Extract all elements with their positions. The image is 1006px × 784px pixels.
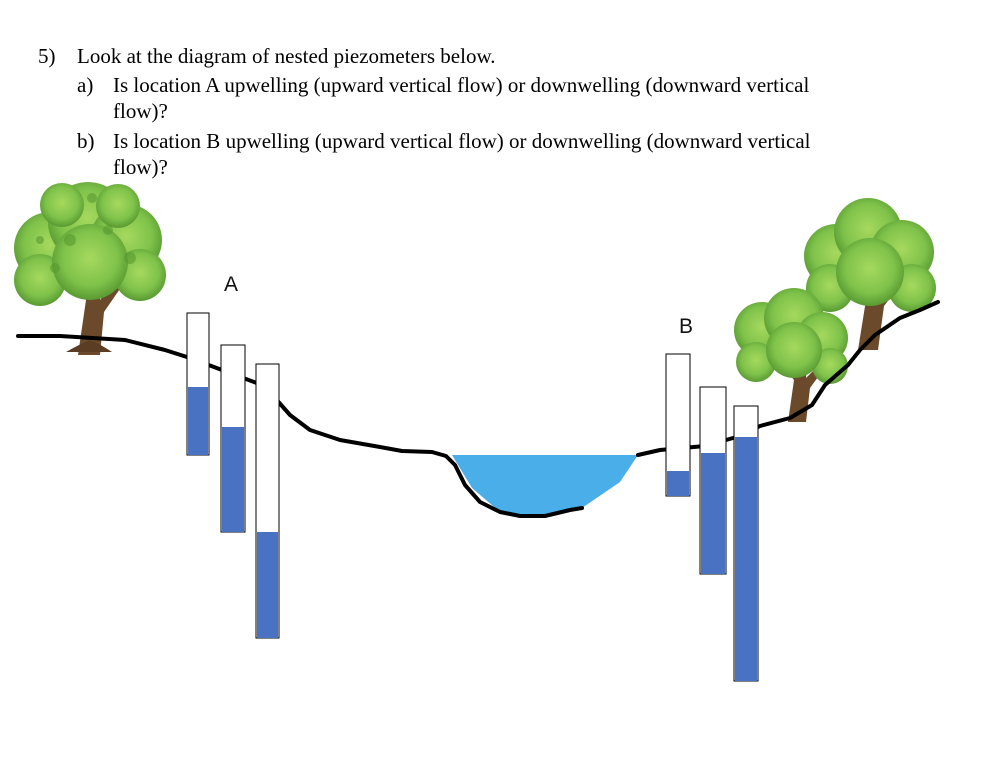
water-column-b1 [667, 471, 689, 496]
question-prompt: Look at the diagram of nested piezometer… [77, 44, 496, 68]
piezometer-a2 [220, 344, 246, 533]
part-b-label: b) [77, 129, 95, 153]
piezometer-nest-b: B [665, 315, 759, 682]
question-number: 5) [38, 44, 56, 68]
water-column-a1 [188, 387, 208, 455]
location-b-label: B [679, 315, 693, 338]
water-column-b3 [735, 437, 757, 681]
part-a-label: a) [77, 73, 94, 97]
piezometer-b2 [699, 386, 727, 575]
part-b-text: Is location B upwelling (upward vertical… [113, 129, 811, 153]
right-front-tree [734, 288, 848, 422]
piezometer-a1 [186, 312, 210, 456]
right-back-tree-canopy [804, 198, 936, 312]
water-column-a2 [222, 427, 244, 532]
water-column-b2 [701, 453, 725, 574]
left-tree [14, 182, 166, 355]
piezometer-b3 [733, 405, 759, 682]
left-tree-roots [66, 340, 112, 352]
location-a-label: A [224, 273, 238, 296]
question-block: 5) Look at the diagram of nested piezome… [0, 0, 1006, 200]
part-b-text-cont: flow)? [113, 155, 168, 179]
water-column-a3 [257, 532, 278, 638]
piezometer-a3 [255, 363, 280, 639]
stream-water [452, 455, 638, 516]
piezometer-nest-a: A [186, 273, 280, 639]
right-front-tree-canopy [734, 288, 848, 384]
right-back-tree [804, 198, 936, 350]
piezometer-b1 [665, 353, 691, 497]
part-a-text-cont: flow)? [113, 99, 168, 123]
part-a-text: Is location A upwelling (upward vertical… [113, 73, 810, 97]
